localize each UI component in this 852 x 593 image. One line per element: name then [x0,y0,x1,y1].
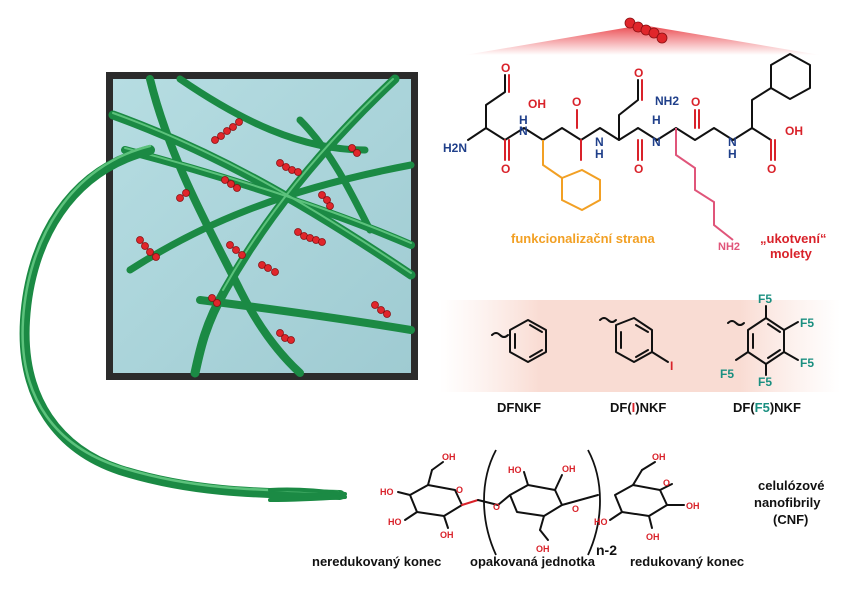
functional-side-label: funkcionalizační strana [511,231,656,246]
atom-oh-asp: OH [528,97,546,111]
atom-h-2: H [595,147,604,161]
svg-text:OH: OH [440,530,454,540]
atom-h-1: H [519,113,528,127]
glucose-ring-reducing: OH OH OH HO O [594,452,700,542]
atom-h-3: H [652,113,661,127]
iodo-substituent: I [670,359,673,373]
atom-h2n: H2N [443,141,467,155]
svg-text:OH: OH [652,452,666,462]
svg-text:O: O [663,478,670,488]
label-repeat-unit: opakovaná jednotka [470,554,596,569]
atom-o-2: O [572,95,581,109]
anchor-label-line2: molety [770,246,813,261]
atom-o-3: O [634,162,643,176]
repeat-index: n-2 [596,542,617,558]
fluoro-1: F5 [758,292,772,306]
svg-text:OH: OH [686,501,700,511]
svg-text:OH: OH [536,544,550,554]
fluoro-3: F5 [800,356,814,370]
atom-nh2-asn: NH2 [655,94,679,108]
atom-o-4: O [691,95,700,109]
label-nonreducing-end: neredukovaný konec [312,554,441,569]
svg-text:OH: OH [562,464,576,474]
atom-o-asn: O [634,66,643,80]
atom-n-3: N [652,135,661,149]
variants-section: I F5 F5 F5 F5 F5 DFNKF DF(I)NKF DF(F5)NK… [440,292,840,415]
svg-text:O: O [456,485,463,495]
cnf-label-line3: (CNF) [773,512,808,527]
svg-text:HO: HO [388,517,402,527]
cnf-label-line2: nanofibrily [754,495,821,510]
variant-name-pentafluoro: DF(F5)NKF [733,400,801,415]
glucose-ring-nonreducing: OH HO HO OH O [380,452,478,540]
svg-text:O: O [493,502,500,512]
svg-text:OH: OH [646,532,660,542]
anchor-label-line1: „ukotvení“ [760,231,826,246]
variants-band [440,300,840,392]
cnf-label-line1: celulózové [758,478,824,493]
peptide-highlight [465,18,820,55]
peptide-structure: H2N N H N H N H N H O O O O O O O OH OH … [443,54,826,261]
atom-nh2-lys: NH2 [718,241,740,253]
glucose-ring-repeat: O HO OH OH O [478,464,598,554]
atom-o-1: O [501,162,510,176]
cellulose-chain: OH HO HO OH O O HO OH OH O n-2 [312,450,824,569]
variant-name-dfnkf: DFNKF [497,400,541,415]
atom-o-asp: O [501,61,510,75]
atom-o-5: O [767,162,776,176]
atom-h-4: H [728,147,737,161]
label-reducing-end: redukovaný konec [630,554,744,569]
bracket-right [588,450,600,555]
variant-name-iodo: DF(I)NKF [610,400,666,415]
fiber-panel [106,72,418,380]
atom-oh-cterm: OH [785,124,803,138]
svg-text:HO: HO [594,517,608,527]
svg-text:OH: OH [442,452,456,462]
svg-text:O: O [572,504,579,514]
fluoro-5: F5 [720,367,734,381]
fluoro-2: F5 [800,316,814,330]
fluoro-4: F5 [758,375,772,389]
svg-text:HO: HO [508,465,522,475]
svg-text:HO: HO [380,487,394,497]
